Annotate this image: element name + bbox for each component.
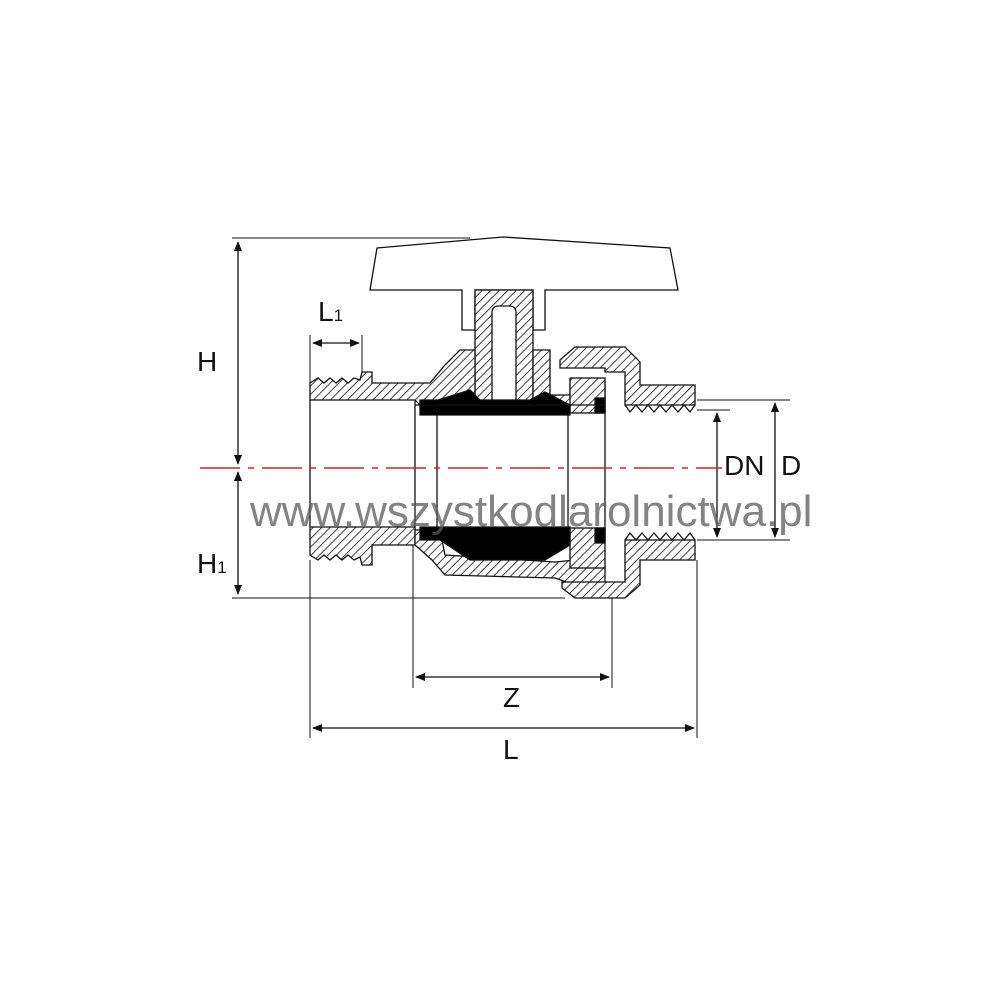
label-D: D bbox=[781, 450, 802, 481]
watermark: www.wszystkodlarolnictwa.pl bbox=[250, 487, 813, 536]
body-left-bottom bbox=[309, 526, 416, 566]
ball-seal-top bbox=[419, 389, 571, 416]
label-L: L bbox=[503, 734, 519, 765]
label-L1-sub: 1 bbox=[333, 306, 344, 325]
label-H1-sub: 1 bbox=[217, 558, 227, 577]
label-H1: H1 bbox=[197, 550, 227, 578]
label-L1: L1 bbox=[318, 298, 343, 326]
ball-seal-bottom bbox=[419, 526, 571, 561]
label-L1-main: L bbox=[318, 296, 334, 327]
label-DN: DN bbox=[724, 450, 765, 481]
label-H: H bbox=[197, 346, 218, 377]
label-Z: Z bbox=[503, 682, 521, 713]
label-H1-main: H bbox=[197, 548, 218, 579]
